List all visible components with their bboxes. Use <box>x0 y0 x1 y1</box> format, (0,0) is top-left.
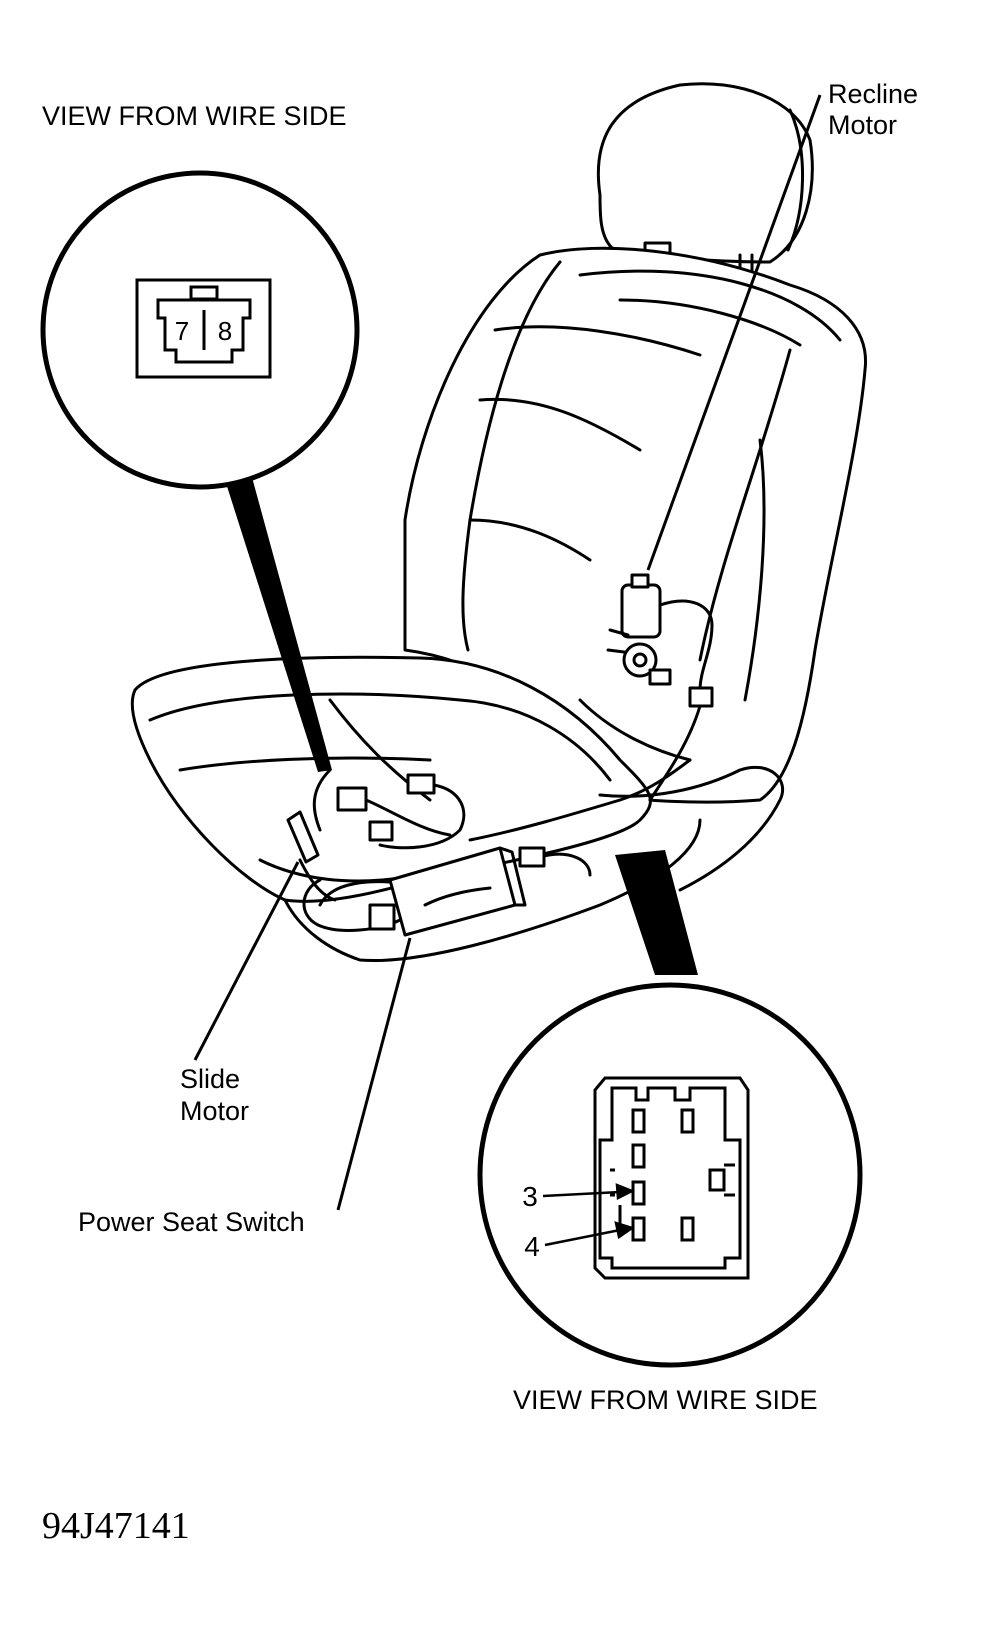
power-seat-switch-label: Power Seat Switch <box>78 1207 305 1237</box>
recline-motor-label-line2: Motor <box>828 110 897 140</box>
slide-motor <box>286 810 402 932</box>
bottom-callout-pointer <box>615 850 698 975</box>
recline-motor-label-line1: Recline <box>828 79 918 109</box>
seat-cushion <box>130 655 785 963</box>
slide-motor-leader <box>193 861 300 1061</box>
figure-code: 94J47141 <box>42 1505 190 1547</box>
seat-back <box>403 246 868 804</box>
view-from-wire-side-bottom-label: VIEW FROM WIRE SIDE <box>513 1385 818 1415</box>
pin-4-label: 4 <box>524 1231 540 1262</box>
pin-slot <box>680 1108 695 1134</box>
pin-slot <box>631 1108 646 1134</box>
pin-slot <box>680 1216 695 1242</box>
bottom-connector-callout: 3 4 <box>477 850 863 1368</box>
seat-illustration <box>130 82 868 963</box>
pin-slot <box>631 1216 646 1242</box>
power-seat-switch <box>318 846 527 937</box>
connector-3-4 <box>593 1076 750 1280</box>
leader-lines <box>193 94 822 1211</box>
recline-motor-leader <box>646 94 822 571</box>
view-from-wire-side-top-label: VIEW FROM WIRE SIDE <box>42 101 347 131</box>
recline-motor <box>606 573 714 802</box>
pin-callout-arrows <box>542 1183 636 1247</box>
top-callout-pointer <box>225 470 332 772</box>
pin-7-label: 7 <box>175 316 189 346</box>
slide-motor-label-line1: Slide <box>180 1064 240 1094</box>
pin-8-label: 8 <box>218 316 232 346</box>
pin-slot <box>631 1143 646 1169</box>
slide-motor-label-line2: Motor <box>180 1096 249 1126</box>
top-connector-callout: 7 8 <box>40 170 360 772</box>
pin-3-label: 3 <box>522 1181 538 1212</box>
pin-slot <box>631 1180 646 1206</box>
power-switch-leader <box>336 937 412 1211</box>
wiring-harness <box>312 758 692 877</box>
connector-7-8 <box>135 278 272 379</box>
